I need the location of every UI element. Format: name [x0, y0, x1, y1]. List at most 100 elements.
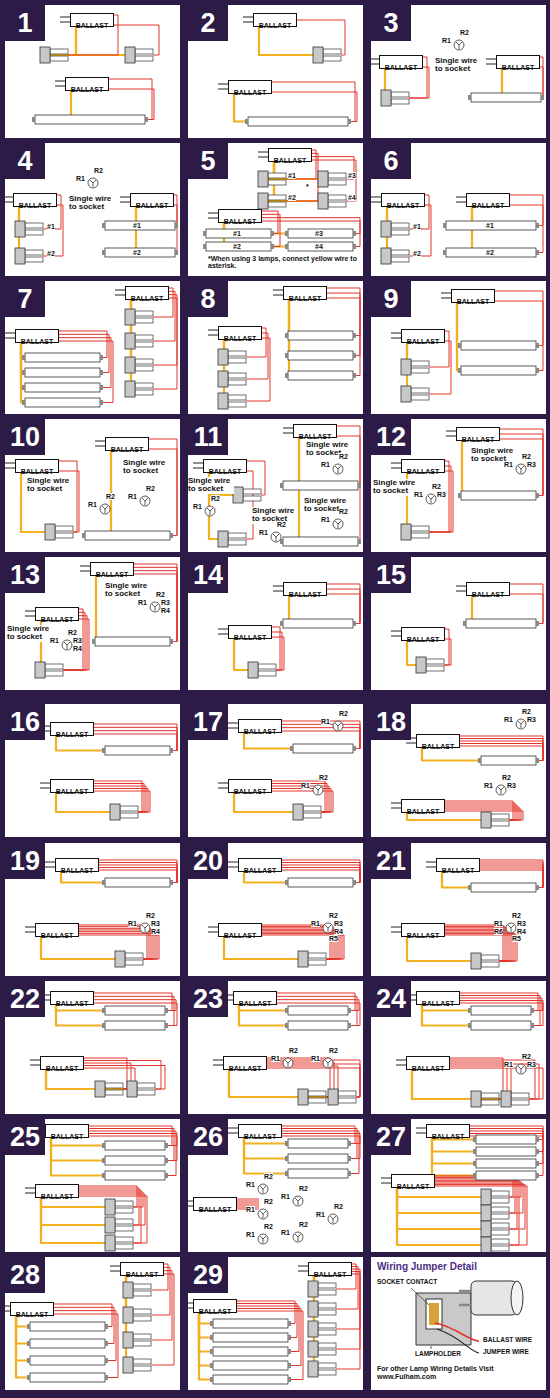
lamp-number: #4: [315, 243, 323, 250]
input-wire: [30, 1065, 40, 1066]
cfl-tube: [308, 953, 326, 958]
lamp-tube: [283, 481, 358, 490]
lamp-tube: [105, 1021, 165, 1030]
red-wire: [63, 619, 89, 670]
cfl-tube: [243, 489, 261, 494]
ballast-label: BALLAST: [19, 202, 52, 209]
panel-number: 15: [371, 557, 411, 593]
ballast-label: BALLAST: [274, 157, 307, 164]
resistor-symbol: [323, 923, 333, 933]
resistor-label: R2: [512, 912, 521, 919]
cfl-tube: [133, 1341, 151, 1346]
resistor-symbol: [338, 726, 339, 730]
input-wire: [218, 783, 228, 784]
input-wire: [426, 867, 436, 868]
lamp-cap: [210, 1363, 213, 1368]
input-wire: [258, 152, 268, 153]
wiring-panel: 17BALLASTBALLASTR1R2R1R2: [188, 704, 363, 837]
cfl-tube: [318, 1343, 336, 1348]
resistor-symbol: [263, 1214, 264, 1218]
lamp-tube: [283, 619, 353, 628]
resistor-symbol: [260, 1186, 266, 1189]
resistor-symbol: [295, 1234, 301, 1237]
red-wire: [510, 584, 543, 624]
yellow-wire: [16, 1316, 27, 1378]
lamp-socket: [381, 90, 391, 106]
cfl-tube: [481, 1093, 499, 1098]
input-wire: [273, 290, 283, 291]
ballast-box: BALLAST: [50, 779, 94, 793]
red-wire: [272, 82, 355, 122]
input-wire: [55, 81, 65, 82]
input-wire: [456, 591, 466, 592]
cfl-tube: [228, 373, 246, 378]
cfl-tube: [328, 173, 346, 178]
red-wire: [327, 584, 360, 624]
resistor-symbol: [315, 787, 321, 790]
cfl-tube: [338, 1098, 356, 1103]
ballast-label: BALLAST: [209, 468, 242, 475]
ballast-label: BALLAST: [239, 1000, 272, 1007]
resistor-symbol: [426, 494, 436, 504]
red-wire: [59, 461, 77, 532]
ballast-label: BALLAST: [289, 295, 322, 302]
resistor-label: R2: [264, 1173, 273, 1180]
lamp-cap: [105, 1375, 108, 1380]
cfl-tube: [491, 1214, 509, 1219]
red-wire: [267, 1064, 360, 1097]
lamp-tube: [476, 1147, 536, 1156]
ballast-box: BALLAST: [70, 13, 114, 27]
resistor-symbol: [298, 1237, 299, 1241]
resistor-label: R5: [512, 935, 521, 942]
red-wire: [336, 1272, 360, 1350]
lamp-cap: [92, 639, 95, 644]
lamp-cap: [170, 748, 173, 753]
resistor-label: R1: [76, 175, 85, 182]
cfl-tube: [391, 250, 409, 255]
resistor-label: R3: [73, 637, 82, 644]
cfl-tube: [228, 395, 246, 400]
lamp-socket: [123, 1357, 133, 1373]
lamp-socket: [125, 333, 135, 349]
wiring-panel: 13BALLASTBALLASTSingle wire to socketR1R…: [5, 557, 180, 690]
resistor-label: R4: [161, 607, 170, 614]
wiring-panel: 5BALLASTBALLAST#1#3#2#4*#1#3#2#4*When us…: [188, 143, 363, 276]
red-wire: [246, 338, 270, 401]
ballast-label: BALLAST: [224, 932, 257, 939]
cfl-tube: [228, 533, 246, 538]
ballast-label: BALLAST: [111, 446, 144, 453]
cfl-tube: [115, 1208, 133, 1213]
yellow-wire: [259, 27, 313, 55]
resistor-label: R1: [281, 1229, 290, 1236]
lamp-cap: [348, 1171, 351, 1176]
ballast-box: BALLAST: [218, 923, 262, 937]
lamp-tube: [471, 883, 536, 892]
lamp-socket: [127, 1081, 137, 1097]
ballast-label: BALLAST: [407, 808, 440, 815]
cfl-tube: [55, 526, 73, 531]
lamp-cap: [288, 1335, 291, 1340]
lamp-cap: [285, 373, 288, 378]
input-wire: [391, 808, 401, 809]
resistor-symbol: [100, 504, 110, 514]
lamp-cap: [473, 1137, 476, 1142]
wiring-panel: 19BALLASTBALLASTR1R2R3R4: [5, 843, 180, 976]
cfl-tube: [228, 351, 246, 356]
lamp-socket: [123, 1332, 133, 1348]
cfl-tube: [491, 1207, 509, 1212]
cfl-tube: [45, 664, 63, 669]
lamp-tube: [476, 1171, 536, 1180]
input-wire: [258, 157, 268, 158]
cfl-tube: [258, 671, 276, 676]
lamp-socket: [15, 221, 25, 237]
lamp-cap: [288, 1321, 291, 1326]
wiring-panel: 9BALLASTBALLAST: [371, 281, 546, 414]
wiring-panel: 3BALLASTBALLASTR1R2Single wire to socket: [371, 5, 546, 138]
resistor-label: R3: [507, 782, 516, 789]
cfl-tube: [135, 311, 153, 316]
resistor-symbol: [313, 785, 323, 795]
resistor-label: R1: [50, 637, 59, 644]
resistor-symbol: [516, 719, 526, 729]
input-wire: [110, 1266, 120, 1267]
ballast-box: BALLAST: [90, 562, 134, 576]
